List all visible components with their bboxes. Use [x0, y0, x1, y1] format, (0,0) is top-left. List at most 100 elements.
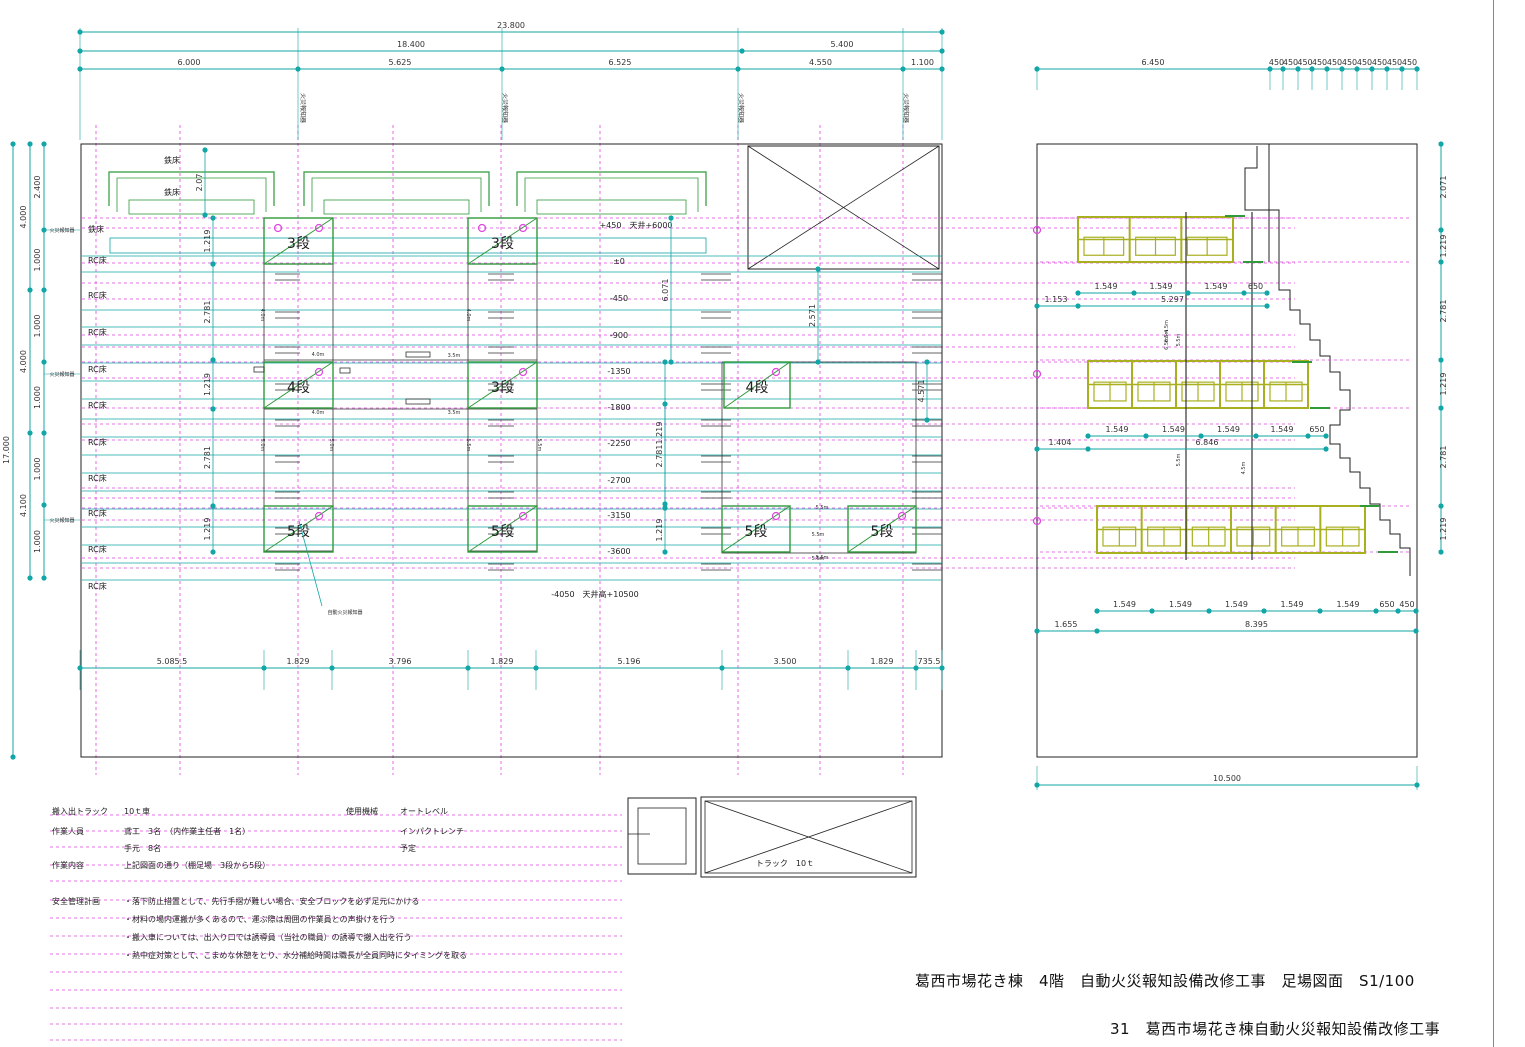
left-dim-inner-label: 1.000: [33, 458, 42, 481]
post-label: 6.5m: [1164, 329, 1170, 342]
smoke-detector-icon: [1032, 369, 1042, 379]
dim-dot: [815, 359, 821, 365]
dim-dot: [1241, 290, 1247, 296]
left-dim-mid-label: 4.100: [19, 494, 28, 517]
smoke-detector-icon: [477, 223, 487, 233]
dim-dot: [210, 406, 216, 412]
post-label: 5.5m: [1176, 333, 1182, 346]
left-dim-dot: [41, 430, 47, 436]
dim-dot: [210, 261, 216, 267]
left-dim-dot: [41, 287, 47, 293]
level-label: -2250: [607, 439, 630, 448]
dim-dot: [815, 266, 821, 272]
note-row: 安全管理計画・落下防止措置として、先行手摺が難しい場合、安全ブロックを必ず足元に…: [52, 896, 419, 907]
dim-dot: [1395, 608, 1401, 614]
note-row: ・搬入車については、出入り口では誘導員（当社の職員）の誘導で搬入出を行う: [52, 932, 412, 943]
shelf-inner: [116, 177, 267, 212]
vertical-dim-label: 1.219: [203, 518, 212, 541]
ladder-icon: [405, 398, 431, 405]
note-row: ・材料の場内運搬が多くあるので、運ぶ際は周囲の作業員との声掛けを行う: [52, 914, 396, 925]
ladder-icon: [405, 351, 431, 358]
floor-label: RC床: [88, 437, 107, 447]
top-dim-total-label: 23.800: [497, 21, 525, 30]
section-top-dim-label: 6.450: [1142, 58, 1165, 67]
vertical-dim-label: 1.219: [655, 422, 664, 445]
note-value: 鳶工 3名 （内作業主任者 1名）: [124, 827, 251, 836]
scaffold-tier-label: 5段: [287, 524, 310, 540]
smoke-detector-icon: [314, 511, 324, 521]
floor-label: RC床: [88, 364, 107, 374]
small-dim-label: 5.5m: [465, 439, 471, 452]
level-label: -4050 天井高+10500: [551, 589, 638, 599]
small-dim-label: 5.5m: [816, 555, 829, 561]
left-dim-dot: [10, 141, 16, 147]
bottom-dim-label: 735.5: [918, 657, 941, 666]
dim-dot: [1149, 608, 1155, 614]
small-dim-label: 4.0m: [312, 410, 325, 416]
top-dim-row2-label: 18.400: [397, 40, 425, 49]
level-label: -3600: [607, 547, 630, 556]
shelf-base: [323, 199, 470, 215]
bottom-dim-label: 3.796: [389, 657, 412, 666]
post-label-top: 6.5m+4.5m: [1164, 320, 1170, 350]
section-top-dim-label: 450: [1387, 58, 1402, 67]
dim-dot: [1185, 290, 1191, 296]
scaffold-platform: [847, 505, 917, 553]
note-value: 手元 8名: [124, 844, 162, 853]
dim-dot: [1253, 433, 1259, 439]
section-right-dim-label: 1.219: [1439, 518, 1448, 541]
left-dim-mid-label: 4.000: [19, 350, 28, 373]
section-top-dim-label: 450: [1372, 58, 1387, 67]
dim-dot: [662, 359, 668, 365]
section-row2-span-label: 1.549: [1271, 425, 1294, 434]
dim-dot: [210, 503, 216, 509]
note-label: 作業内容: [52, 861, 84, 870]
left-tag: 火災報知器: [49, 371, 74, 378]
dim-dot: [210, 357, 216, 363]
left-dim-dot: [41, 359, 47, 365]
shelf-base: [536, 199, 687, 215]
dim-dot: [1085, 433, 1091, 439]
left-tag: 火災報知器: [49, 227, 74, 234]
top-dim-row3-label: 4.550: [809, 58, 832, 67]
plan-outline: [80, 143, 943, 758]
section-row2-span-label: 650: [1309, 425, 1324, 434]
dim-dot: [1438, 549, 1444, 555]
dim-dot: [1034, 628, 1040, 634]
floor-label: 鉄床: [164, 187, 180, 197]
floor-label: 鉄床: [88, 224, 104, 234]
dim-dot: [210, 549, 216, 555]
small-dim-label: 5.5m: [812, 532, 825, 538]
truck-cab-inner: [637, 807, 687, 865]
section-row3-span-label: 1.549: [1225, 600, 1248, 609]
sheet-frame-line: [1493, 0, 1494, 1047]
bottom-dim-label: 5.085.5: [157, 657, 188, 666]
smoke-detector-icon: [314, 367, 324, 377]
section-row1-left-label: 1.153: [1045, 295, 1068, 304]
vertical-dim-label: 1.219: [203, 230, 212, 253]
level-label: -3150: [607, 511, 630, 520]
left-dim-dot: [41, 502, 47, 508]
note-value: ・搬入車については、出入り口では誘導員（当社の職員）の誘導で搬入出を行う: [124, 933, 412, 942]
dim-dot: [668, 215, 674, 221]
dim-dot: [1323, 433, 1329, 439]
note-row: 手元 8名予定: [52, 843, 416, 854]
scaffold-platform: [263, 505, 334, 553]
floor-label: RC床: [88, 400, 107, 410]
section-top-dim-label: 450: [1342, 58, 1357, 67]
note-extra-value: インパクトレンチ: [400, 827, 464, 836]
floor-label: RC床: [88, 581, 107, 591]
dim-dot: [1305, 433, 1311, 439]
smoke-detector-icon: [518, 223, 528, 233]
left-dim-inner-label: 1.000: [33, 249, 42, 272]
scaffold-tier-label: 3段: [287, 236, 310, 252]
truck-cab: [627, 797, 697, 875]
note-label: 搬入出トラック: [52, 807, 108, 816]
section-row1-span-label: 1.549: [1150, 282, 1173, 291]
shelf-outline: [516, 171, 707, 206]
smoke-detector-icon: [771, 511, 781, 521]
dim-dot: [1438, 227, 1444, 233]
note-extra-label: 使用機械: [346, 807, 378, 816]
shelf-outline: [303, 171, 490, 206]
